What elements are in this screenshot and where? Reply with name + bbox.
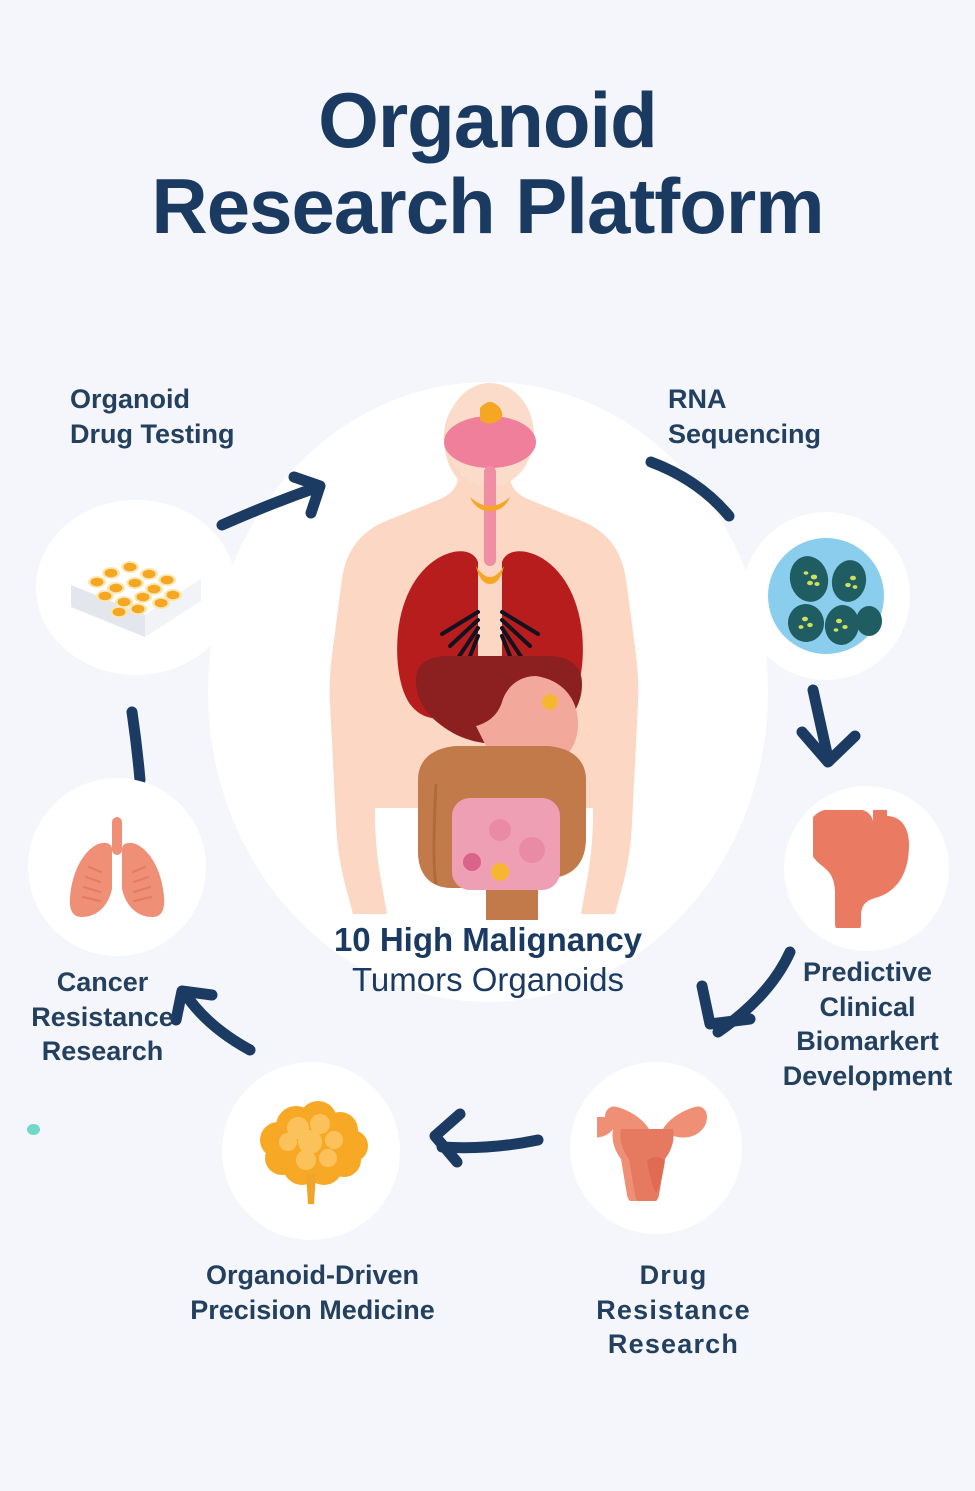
page-title: Organoid Research Platform bbox=[0, 76, 975, 250]
node-label-biomarker-line-4: Development bbox=[782, 1060, 953, 1091]
node-label-biomarker-line-3: Biomarkert bbox=[796, 1026, 939, 1057]
node-label-cancer-resistance: Cancer Resistance Research bbox=[10, 965, 195, 1069]
center-caption-line-1: 10 High Malignancy bbox=[333, 921, 643, 958]
node-label-cancer-res-line-3: Research bbox=[41, 1036, 164, 1067]
page-title-line-1: Organoid bbox=[318, 76, 658, 164]
lungs-icon bbox=[69, 817, 165, 917]
brain-organ bbox=[444, 402, 536, 468]
node-label-drug-testing: Organoid Drug Testing bbox=[70, 382, 330, 451]
node-label-drug-testing-line-2: Drug Testing bbox=[70, 418, 235, 449]
trachea-organ bbox=[470, 466, 510, 566]
node-label-rna-line-1: RNA bbox=[668, 384, 727, 414]
node-icon-cancer-resistance[interactable] bbox=[28, 778, 206, 956]
node-icon-drug-testing[interactable] bbox=[36, 500, 236, 675]
node-label-biomarker-line-1: Predictive bbox=[802, 957, 933, 987]
node-label-cancer-res-line-1: Cancer bbox=[56, 967, 149, 997]
arrow-rna-to-stomach bbox=[796, 684, 861, 768]
node-label-drug-res-line-2: Resistance bbox=[596, 1294, 751, 1325]
node-label-biomarker-development: Predictive Clinical Biomarkert Developme… bbox=[760, 955, 975, 1093]
node-label-rna-sequencing: RNA Sequencing bbox=[668, 382, 918, 451]
node-icon-drug-resistance[interactable] bbox=[570, 1062, 742, 1234]
small-intestine-organ bbox=[452, 798, 560, 890]
node-label-drug-testing-line-1: Organoid bbox=[70, 384, 190, 414]
arrow-uterus-to-organoid bbox=[429, 1108, 544, 1168]
center-caption: 10 High Malignancy Tumors Organoids bbox=[208, 920, 768, 1001]
node-label-precision-medicine: Organoid-Driven Precision Medicine bbox=[160, 1258, 465, 1327]
node-label-rna-line-2: Sequencing bbox=[668, 418, 822, 449]
well-plate-icon bbox=[71, 552, 201, 637]
organoid-cluster-icon bbox=[260, 1101, 368, 1204]
page-title-line-2: Research Platform bbox=[151, 161, 824, 250]
node-label-precision-line-2: Precision Medicine bbox=[190, 1294, 435, 1325]
node-label-biomarker-line-2: Clinical bbox=[819, 991, 916, 1022]
petri-dish-cells-icon bbox=[768, 538, 884, 654]
center-caption-line-2: Tumors Organoids bbox=[351, 961, 625, 999]
stomach-icon bbox=[812, 809, 909, 928]
node-icon-rna-sequencing[interactable] bbox=[742, 512, 910, 680]
node-icon-precision-medicine[interactable] bbox=[222, 1062, 400, 1240]
node-icon-biomarker-development[interactable] bbox=[784, 786, 949, 951]
node-label-cancer-res-line-2: Resistance bbox=[31, 1001, 174, 1032]
arrow-lungs-to-drug-testing bbox=[126, 706, 146, 786]
node-label-drug-resistance: Drug Resistance Research bbox=[556, 1258, 791, 1362]
accent-dot bbox=[27, 1124, 40, 1135]
uterus-icon bbox=[597, 1106, 707, 1201]
node-label-drug-res-line-3: Research bbox=[607, 1329, 740, 1360]
node-label-precision-line-1: Organoid-Driven bbox=[205, 1260, 420, 1290]
human-body-anatomy-illustration bbox=[329, 383, 639, 920]
node-label-drug-res-line-1: Drug bbox=[639, 1260, 708, 1290]
